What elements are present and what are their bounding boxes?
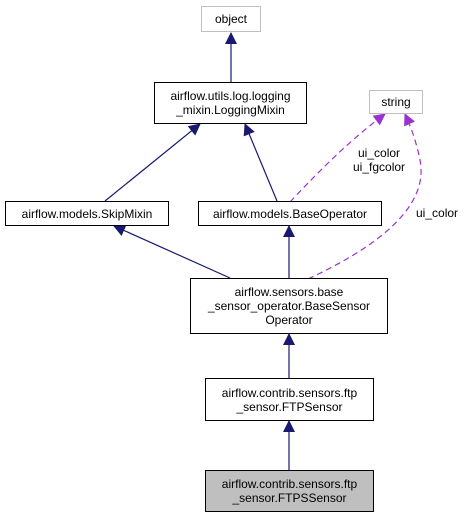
node-logging-mixin-line-0: airflow.utils.log.logging <box>170 89 291 103</box>
node-string-line-0: string <box>381 95 411 109</box>
node-ftp-sensor[interactable]: airflow.contrib.sensors.ftp _sensor.FTPS… <box>205 378 374 421</box>
edge-label-string-baseoperator: ui_color ui_fgcolor <box>353 146 405 174</box>
node-logging-mixin[interactable]: airflow.utils.log.logging _mixin.Logging… <box>154 82 307 124</box>
node-base-sensor-line-2: Operator <box>265 313 313 327</box>
node-ftp-sensor-line-0: airflow.contrib.sensors.ftp <box>221 385 358 400</box>
node-skip-mixin[interactable]: airflow.models.SkipMixin <box>5 201 169 226</box>
node-ftp-sensor-line-1: _sensor.FTPSensor <box>236 399 343 414</box>
edge-label-string-basesensor: ui_color <box>416 206 458 220</box>
node-ftps-sensor-line-0: airflow.contrib.sensors.ftp <box>221 477 358 491</box>
edge-string-baseoperator <box>289 113 386 203</box>
edge-skipmixin-loggingmixin <box>104 123 201 202</box>
node-base-sensor-line-1: _sensor_operator.BaseSensor <box>207 299 371 313</box>
edge-label-ui-color: ui_color <box>358 146 401 160</box>
edge-label-ui-color-2: ui_color <box>416 206 459 220</box>
node-base-operator[interactable]: airflow.models.BaseOperator <box>198 201 382 226</box>
node-base-sensor[interactable]: airflow.sensors.base _sensor_operator.Ba… <box>190 278 388 334</box>
node-ftps-sensor[interactable]: airflow.contrib.sensors.ftp _sensor.FTPS… <box>205 470 374 512</box>
node-string[interactable]: string <box>369 90 423 114</box>
node-base-operator-line-0: airflow.models.BaseOperator <box>212 206 368 221</box>
edge-basesensor-skipmixin <box>113 225 231 279</box>
node-ftps-sensor-line-1: _sensor.FTPSSensor <box>232 491 347 505</box>
edge-baseoperator-loggingmixin <box>243 123 278 202</box>
edge-string-basesensor <box>307 113 422 280</box>
node-object[interactable]: object <box>201 6 261 32</box>
node-base-sensor-line-0: airflow.sensors.base <box>234 285 344 299</box>
node-object-line-0: object <box>214 12 248 26</box>
edge-label-ui-fgcolor: ui_fgcolor <box>353 160 406 174</box>
node-skip-mixin-line-0: airflow.models.SkipMixin <box>21 206 153 221</box>
node-logging-mixin-line-1: _mixin.LoggingMixin <box>176 103 285 117</box>
